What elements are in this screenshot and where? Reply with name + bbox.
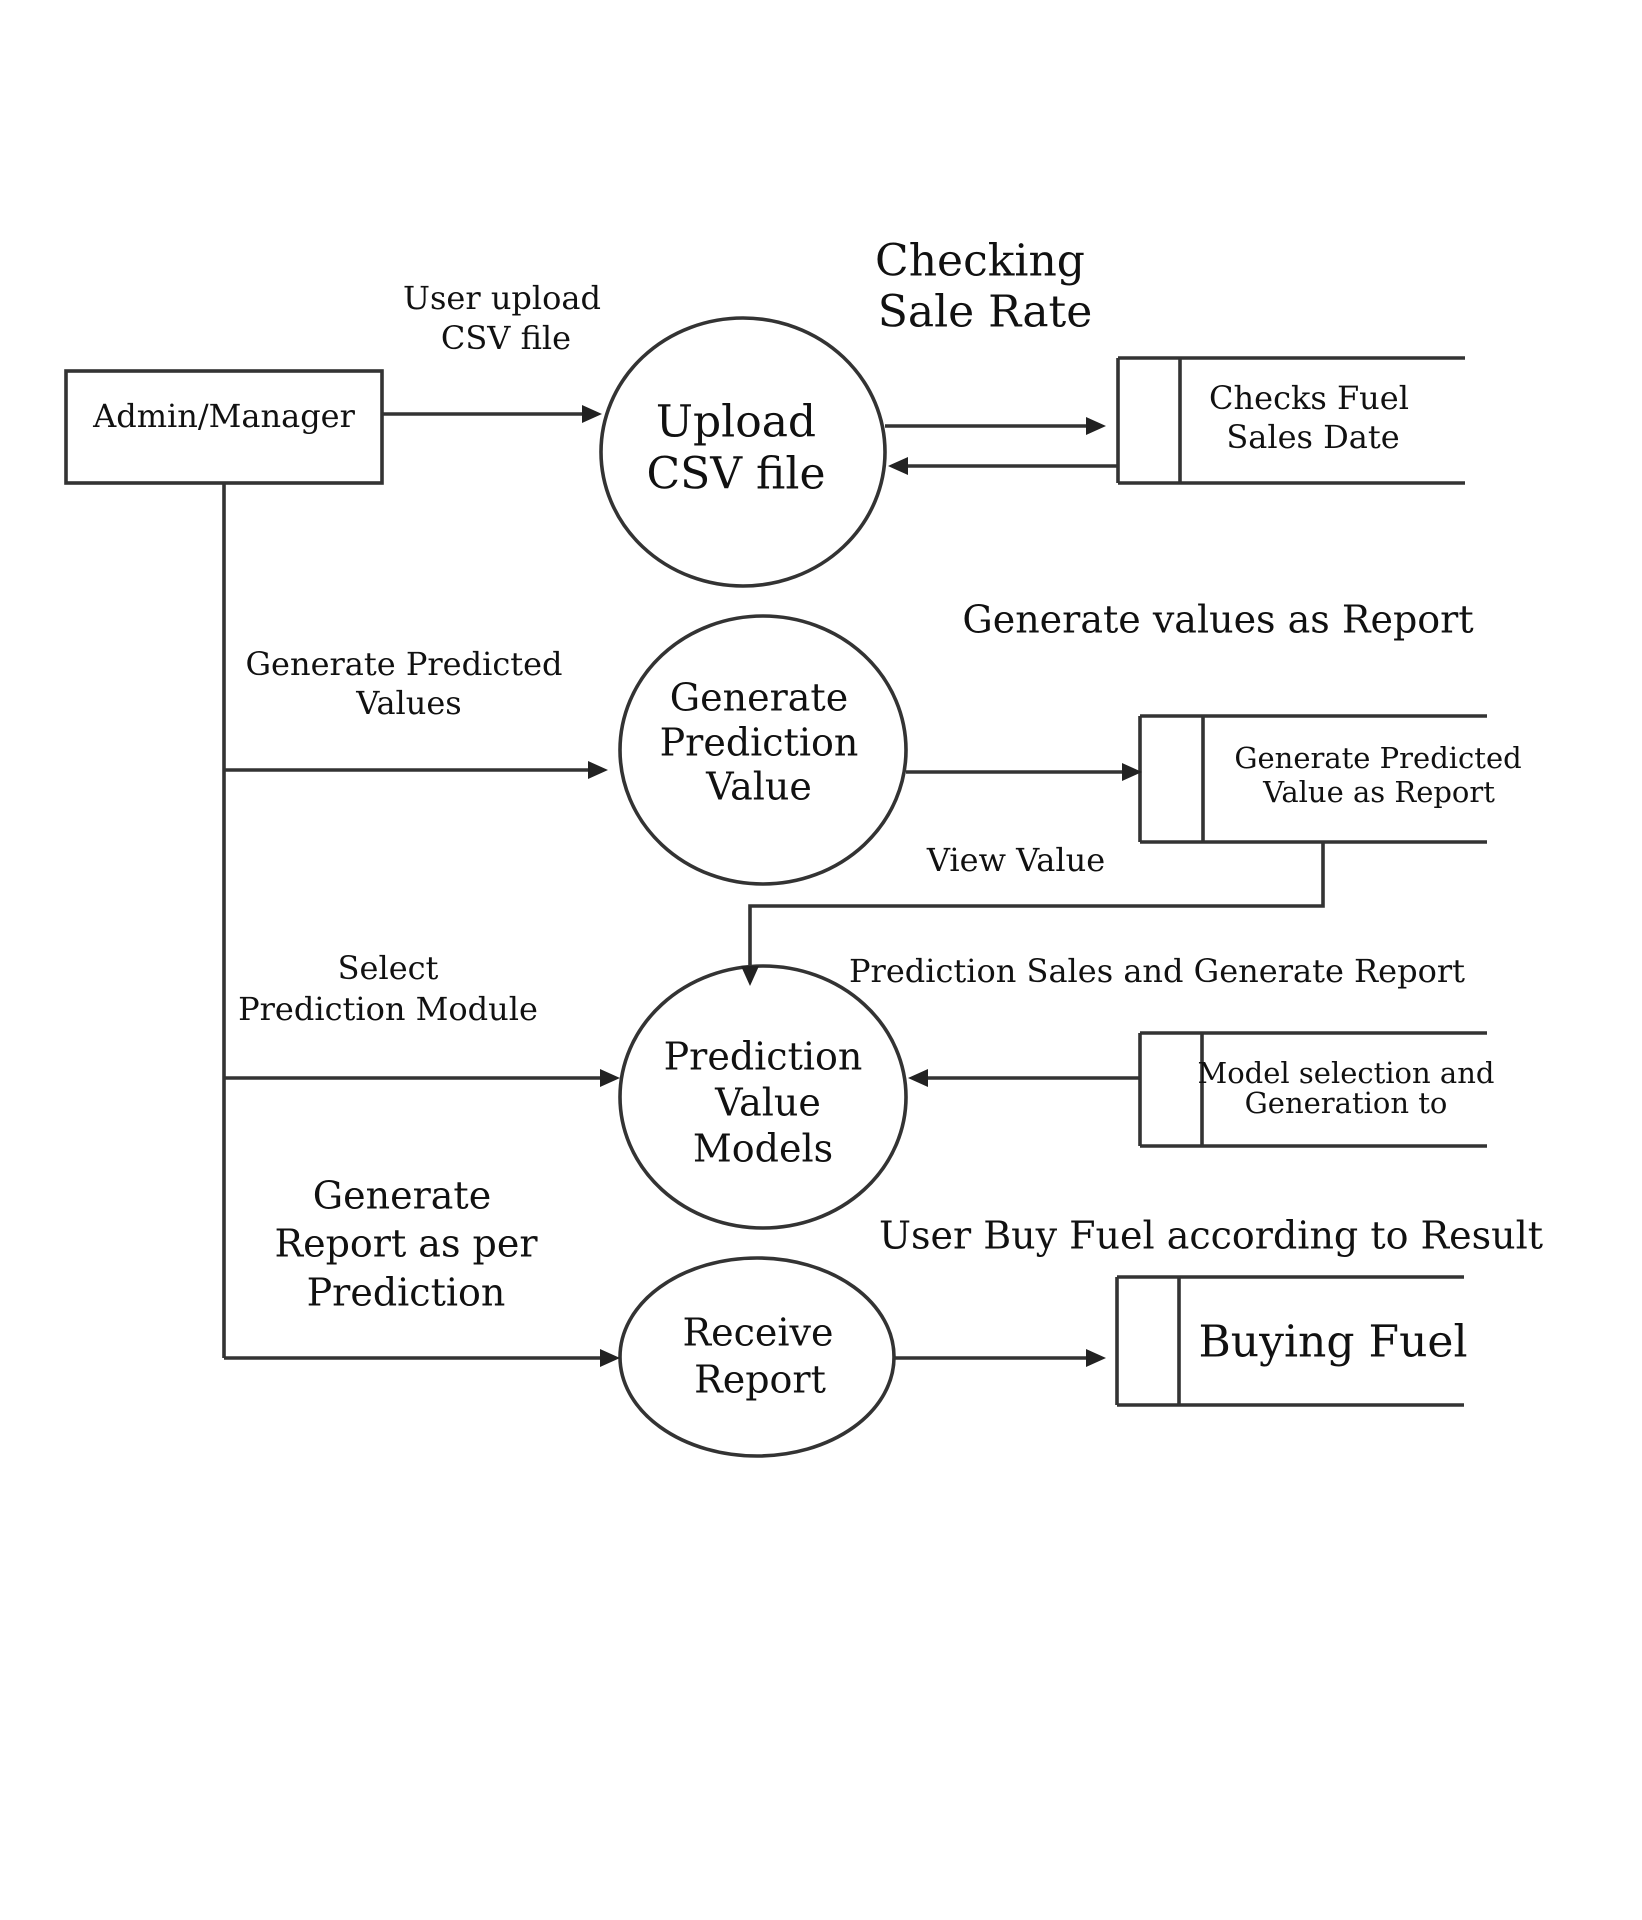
store-checks-fuel-sales-date: Checks Fuel Sales Date [1116, 356, 1465, 485]
process-models-line-2: Value [714, 1080, 821, 1124]
label-generate-predicted-values-line-1: Generate Predicted [245, 645, 562, 683]
flow-connectors [222, 405, 1325, 1367]
process-upload-csv-file: Upload CSV file [599, 316, 887, 588]
store-checks-line-1: Checks Fuel [1209, 379, 1409, 417]
process-upload-line-2: CSV file [646, 448, 825, 499]
process-generate-line-2: Prediction [660, 720, 859, 764]
arrow-trunk-to-models [600, 1069, 620, 1087]
label-generate-values-as-report: Generate values as Report [962, 597, 1473, 641]
arrow-trunk-to-receive [600, 1349, 620, 1367]
label-user-upload-line-2: CSV file [441, 319, 571, 357]
store-buying-fuel: Buying Fuel [1115, 1275, 1468, 1407]
label-generate-predicted-values-line-2: Values [355, 684, 461, 722]
store-model-selection-line-2: Generation to [1245, 1086, 1448, 1120]
entity-admin-manager-label: Admin/Manager [92, 397, 356, 435]
label-checking-sale-rate-line-2: Sale Rate [878, 286, 1093, 337]
process-models-line-1: Prediction [664, 1034, 863, 1078]
arrow-trunk-to-generate [588, 761, 608, 779]
label-user-upload-line-1: User upload [403, 279, 601, 317]
arrow-receive-to-buying [1086, 1349, 1106, 1367]
process-receive-line-2: Report [694, 1357, 826, 1401]
process-receive-line-1: Receive [683, 1310, 834, 1354]
label-select-prediction-module-line-2: Prediction Module [238, 990, 538, 1028]
store-report-line-2: Value as Report [1262, 775, 1495, 809]
label-generate-report-per-prediction-line-2: Report as per [274, 1221, 538, 1265]
arrow-upload-to-checks [1086, 417, 1106, 435]
store-generate-predicted-value-report: Generate Predicted Value as Report [1138, 714, 1522, 844]
flow-labels: User upload CSV file Checking Sale Rate … [238, 235, 1543, 1314]
arrow-checks-to-upload [888, 457, 908, 475]
process-generate-line-1: Generate [670, 675, 848, 719]
process-receive-report: Receive Report [618, 1256, 896, 1458]
store-model-selection: Model selection and Generation to [1138, 1031, 1495, 1148]
store-report-line-1: Generate Predicted [1234, 741, 1521, 775]
process-upload-line-1: Upload [656, 396, 816, 447]
process-generate-prediction-value: Generate Prediction Value [618, 614, 908, 886]
label-generate-report-per-prediction-line-1: Generate [313, 1173, 491, 1217]
store-buying-fuel-label: Buying Fuel [1198, 1316, 1467, 1367]
entity-admin-manager: Admin/Manager [64, 369, 384, 485]
arrow-admin-to-upload [582, 405, 602, 423]
label-user-buy-fuel: User Buy Fuel according to Result [879, 1213, 1543, 1257]
arrow-selection-to-models [908, 1069, 928, 1087]
label-checking-sale-rate-line-1: Checking [875, 235, 1085, 286]
label-view-value: View Value [926, 841, 1105, 879]
label-generate-report-per-prediction-line-3: Prediction [307, 1270, 506, 1314]
arrow-report-to-models [741, 966, 759, 986]
flow-report-to-models [748, 842, 1325, 968]
store-checks-line-2: Sales Date [1226, 418, 1399, 456]
process-generate-line-3: Value [705, 764, 812, 808]
label-prediction-sales-report: Prediction Sales and Generate Report [849, 952, 1465, 990]
arrow-generate-to-report [1122, 763, 1142, 781]
process-prediction-value-models: Prediction Value Models [618, 964, 908, 1230]
store-model-selection-line-1: Model selection and [1198, 1056, 1495, 1090]
process-models-line-3: Models [693, 1126, 833, 1170]
label-select-prediction-module-line-1: Select [338, 949, 439, 987]
